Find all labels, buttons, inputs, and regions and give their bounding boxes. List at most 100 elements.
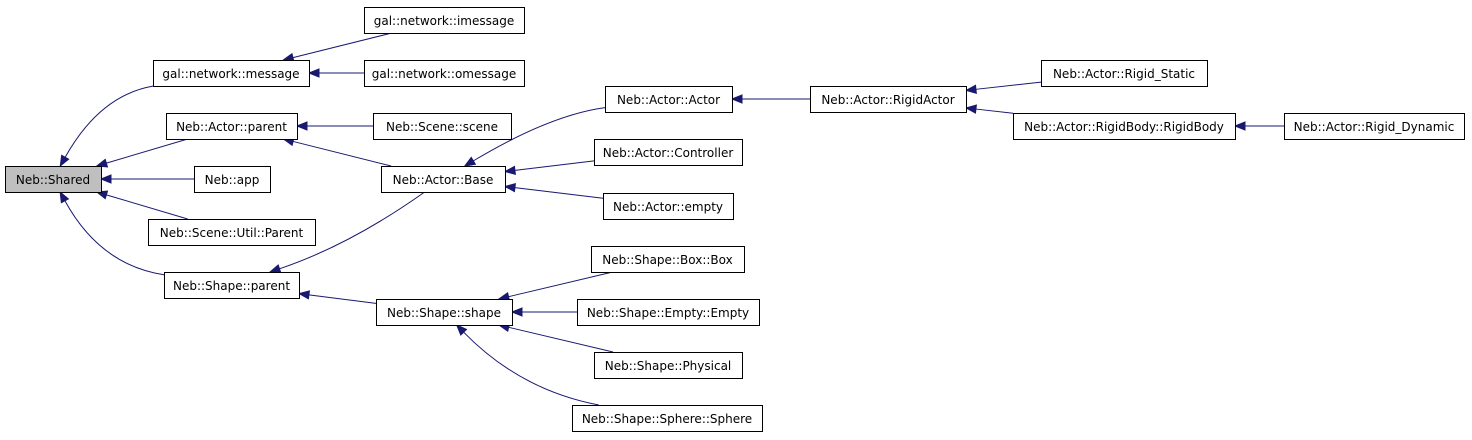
node-box[interactable] (594, 352, 743, 379)
class-node-rigid-body[interactable]: Neb::Actor::RigidBody::RigidBody (1013, 113, 1236, 140)
class-node-shape-empty[interactable]: Neb::Shape::Empty::Empty (577, 299, 760, 326)
node-label: Neb::Shape::Box::Box (602, 253, 732, 267)
edge-shape_sphere-to-shape_shape (463, 331, 599, 406)
class-node-shape-shape[interactable]: Neb::Shape::shape (376, 299, 513, 326)
arrowhead-shape_empty-to-shape_shape (510, 307, 523, 317)
node-label: Neb::Shape::shape (387, 306, 501, 320)
node-label: Neb::Shape::Sphere::Sphere (582, 412, 752, 426)
node-box[interactable] (577, 299, 760, 326)
class-node-app[interactable]: Neb::app (194, 166, 271, 193)
node-label: Neb::Actor::Rigid_Dynamic (1294, 120, 1455, 134)
node-label: Neb::Actor::Base (393, 173, 494, 187)
edge-rigid_body-to-rigid_actor (975, 108, 1014, 114)
arrowhead-actor_parent-to-shared (95, 158, 109, 168)
arrowhead-shape_sphere-to-shape_shape (455, 324, 468, 336)
edge-actor_parent-to-shared (106, 138, 188, 164)
class-node-shape-parent[interactable]: Neb::Shape::parent (164, 272, 300, 299)
node-box[interactable] (594, 139, 743, 166)
node-box[interactable] (5, 166, 102, 193)
arrowhead-shape_parent-to-shared (59, 190, 70, 204)
node-box[interactable] (1013, 113, 1236, 140)
node-box[interactable] (605, 86, 733, 113)
arrowhead-controller-to-actor_base (503, 165, 516, 176)
arrowhead-app-to-shared (99, 174, 112, 184)
node-box[interactable] (603, 193, 734, 220)
class-node-shape-box[interactable]: Neb::Shape::Box::Box (591, 246, 745, 273)
class-node-actor-actor[interactable]: Neb::Actor::Actor (605, 86, 733, 113)
edge-controller-to-actor_base (514, 160, 595, 171)
node-label: Neb::Actor::Actor (617, 93, 720, 107)
node-box[interactable] (364, 60, 525, 87)
class-node-actor-empty[interactable]: Neb::Actor::empty (603, 193, 734, 220)
node-label: gal::network::message (162, 67, 299, 81)
node-label: Neb::Shape::parent (173, 279, 290, 293)
arrowhead-actor_actor-to-actor_base (463, 156, 477, 167)
class-node-shape-phys[interactable]: Neb::Shape::Physical (594, 352, 743, 379)
node-label: gal::network::imessage (374, 14, 514, 28)
arrowhead-gal_omessage-to-gal_message (307, 68, 320, 78)
node-label: Neb::Shape::Empty::Empty (587, 306, 749, 320)
node-label: Neb::Shape::Physical (605, 359, 732, 373)
arrowhead-shape_shape-to-shape_parent (297, 290, 311, 300)
node-label: Neb::Actor::Rigid_Static (1053, 67, 1195, 81)
node-box[interactable] (153, 60, 310, 87)
edge-actor_base-to-shape_parent (279, 191, 425, 270)
edge-gal_imessage-to-gal_message (292, 32, 392, 59)
edge-shape_parent-to-shared (64, 200, 165, 276)
node-box[interactable] (381, 166, 506, 193)
node-label: Neb::Shared (16, 173, 90, 187)
edge-scene_util-to-shared (106, 194, 188, 220)
edge-shape_shape-to-shape_parent (308, 294, 377, 304)
node-box[interactable] (166, 113, 298, 140)
node-box[interactable] (194, 166, 271, 193)
node-label: Neb::Scene::scene (386, 120, 498, 134)
node-box[interactable] (148, 219, 316, 246)
arrowhead-actor_base-to-shape_parent (268, 264, 282, 274)
node-label: Neb::Actor::RigidBody::RigidBody (1024, 120, 1224, 134)
edge-actor_base-to-actor_parent (292, 140, 392, 167)
arrowhead-scene-to-actor_parent (295, 121, 308, 131)
class-node-scene[interactable]: Neb::Scene::scene (373, 113, 512, 140)
arrowhead-rigid_dyn-to-rigid_body (1233, 121, 1246, 131)
arrowhead-rigid_static-to-rigid_actor (964, 84, 977, 94)
edge-rigid_static-to-rigid_actor (975, 81, 1042, 90)
node-label: Neb::Actor::RigidActor (821, 93, 954, 107)
arrowhead-rigid_actor-to-actor_actor (730, 94, 743, 104)
node-label: Neb::Actor::parent (176, 120, 287, 134)
edge-actor_actor-to-actor_base (473, 107, 606, 162)
node-label: Neb::app (205, 173, 260, 187)
node-box[interactable] (164, 272, 300, 299)
class-node-shape-sphere[interactable]: Neb::Shape::Sphere::Sphere (572, 405, 763, 432)
node-label: Neb::Actor::empty (613, 200, 723, 214)
class-node-gal-omessage[interactable]: gal::network::omessage (364, 60, 525, 87)
edge-shape_phys-to-shape_shape (508, 326, 614, 353)
node-label: Neb::Actor::Controller (603, 146, 734, 160)
node-box[interactable] (810, 86, 967, 113)
arrowhead-gal_message-to-shared (59, 154, 70, 168)
node-box[interactable] (376, 299, 513, 326)
edge-shape_box-to-shape_shape (508, 271, 613, 298)
node-label: Neb::Scene::Util::Parent (160, 226, 304, 240)
class-node-actor-parent[interactable]: Neb::Actor::parent (166, 113, 298, 140)
node-label: gal::network::omessage (372, 67, 516, 81)
node-box[interactable] (364, 7, 525, 34)
class-node-gal-message[interactable]: gal::network::message (153, 60, 310, 87)
edge-actor_empty-to-actor_base (514, 187, 604, 199)
class-node-rigid-dyn[interactable]: Neb::Actor::Rigid_Dynamic (1284, 113, 1465, 140)
arrowhead-actor_empty-to-actor_base (503, 182, 516, 193)
node-box[interactable] (1284, 113, 1465, 140)
class-node-gal-imessage[interactable]: gal::network::imessage (364, 7, 525, 34)
node-box[interactable] (1041, 60, 1208, 87)
class-node-rigid-actor[interactable]: Neb::Actor::RigidActor (810, 86, 967, 113)
node-box[interactable] (373, 113, 512, 140)
class-node-scene-util[interactable]: Neb::Scene::Util::Parent (148, 219, 316, 246)
class-node-controller[interactable]: Neb::Actor::Controller (594, 139, 743, 166)
class-node-actor-base[interactable]: Neb::Actor::Base (381, 166, 506, 193)
node-box[interactable] (591, 246, 745, 273)
node-box[interactable] (572, 405, 763, 432)
class-node-rigid-static[interactable]: Neb::Actor::Rigid_Static (1041, 60, 1208, 87)
arrowhead-rigid_body-to-rigid_actor (964, 104, 977, 114)
class-node-shared[interactable]: Neb::Shared (5, 166, 102, 193)
edge-layer (59, 32, 1284, 406)
